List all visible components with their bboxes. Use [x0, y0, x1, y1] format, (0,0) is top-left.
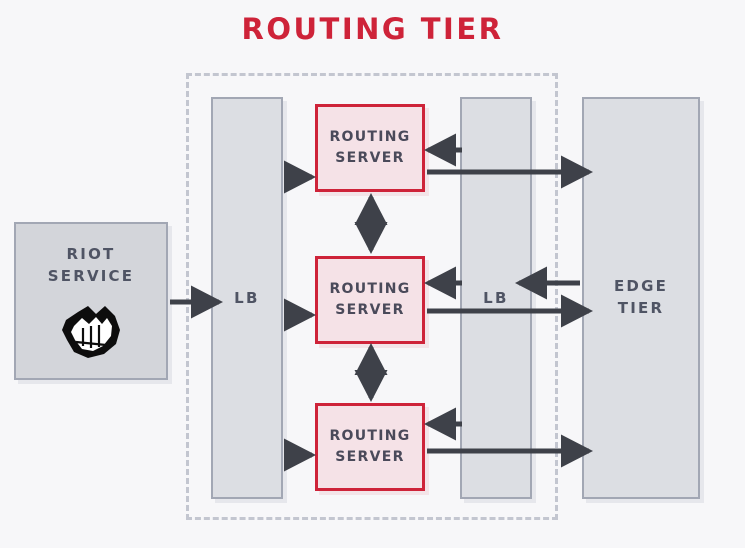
load-balancer-right[interactable]: LB [460, 97, 532, 499]
riot-service-label-line2: SERVICE [47, 266, 135, 285]
edge-tier-label-line2: TIER [617, 299, 665, 317]
riot-service-node[interactable]: RIOT SERVICE [14, 222, 168, 380]
routing-server-top-line1: ROUTING [329, 129, 411, 145]
routing-server-bottom-label: ROUTING SERVER [329, 426, 410, 468]
fist-icon [58, 300, 124, 366]
lb-left-label: LB [234, 289, 260, 307]
routing-server-bottom[interactable]: ROUTING SERVER [315, 403, 425, 491]
routing-server-middle-line1: ROUTING [329, 281, 411, 297]
edge-tier-node[interactable]: EDGE TIER [582, 97, 700, 499]
routing-server-bottom-line2: SERVER [335, 449, 405, 465]
riot-service-label-line1: RIOT [66, 245, 116, 263]
routing-server-middle-label: ROUTING SERVER [329, 279, 410, 321]
routing-server-top-label: ROUTING SERVER [329, 127, 410, 169]
lb-right-label: LB [483, 289, 509, 307]
routing-server-top[interactable]: ROUTING SERVER [315, 104, 425, 192]
routing-server-middle[interactable]: ROUTING SERVER [315, 256, 425, 344]
routing-tier-boundary [186, 73, 558, 520]
routing-server-top-line2: SERVER [335, 150, 405, 166]
edge-tier-label-line1: EDGE [613, 277, 669, 296]
routing-server-bottom-line1: ROUTING [329, 428, 411, 444]
routing-server-middle-line2: SERVER [335, 302, 405, 318]
page-title: ROUTING TIER [241, 12, 504, 46]
load-balancer-left[interactable]: LB [211, 97, 283, 499]
